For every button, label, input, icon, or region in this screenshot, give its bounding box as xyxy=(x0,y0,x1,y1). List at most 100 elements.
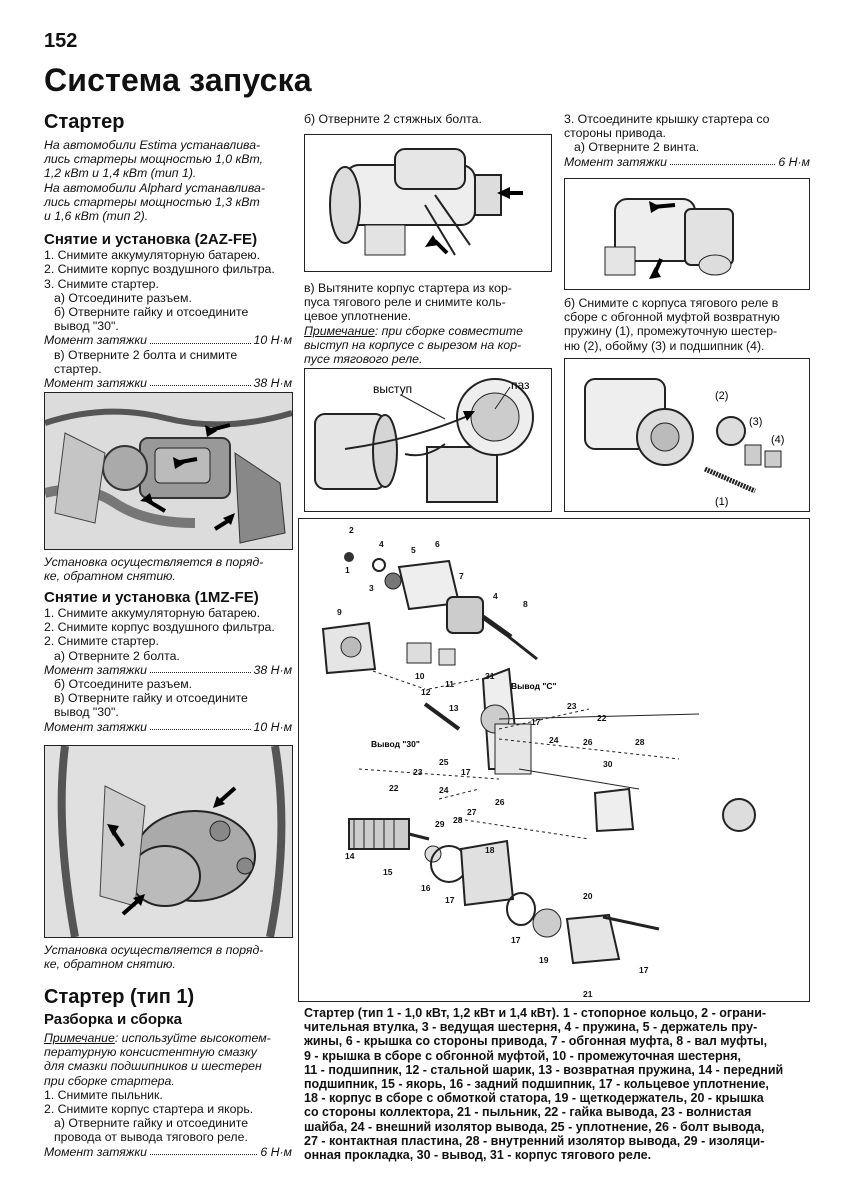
step-line: в) Отверните гайку и отсоедините xyxy=(54,691,248,706)
middle-step-v: в) Вытяните корпус стартера из кор- пуса… xyxy=(304,281,552,366)
step-line: провода от вывода тягового реле. xyxy=(54,1130,248,1145)
diagram-num: 12 xyxy=(421,687,431,697)
az-steps: 1. Снимите аккумуляторную батарею. 2. Сн… xyxy=(44,248,292,390)
caption-line: 11 - подшипник, 12 - стальной шарик, 13 … xyxy=(304,1062,784,1077)
az-fig-caption: Установка осуществляется в поряд- ке, об… xyxy=(44,555,292,583)
az-heading: Снятие и установка (2AZ-FE) xyxy=(44,231,258,249)
diagram-num: 23 xyxy=(413,767,423,777)
page-number: 152 xyxy=(44,30,78,52)
diagram-num: 18 xyxy=(485,845,495,855)
caption-line: онная прокладка, 30 - вывод, 31 - корпус… xyxy=(304,1148,652,1163)
caption-line: Стартер (тип 1 - 1,0 кВт, 1,2 кВт и 1,4 … xyxy=(304,1006,767,1020)
diagram-num: 28 xyxy=(635,737,645,747)
label-4: (4) xyxy=(771,434,784,446)
clutch-parts-figure: (2) (3) (4) (1) xyxy=(564,358,810,512)
diagram-num: 10 xyxy=(415,671,425,681)
right-step3: 3. Отсоедините крышку стартера со сторон… xyxy=(564,112,810,169)
diagram-num: 14 xyxy=(345,851,355,861)
torque-label: Момент затяжки xyxy=(564,154,667,169)
torque-value: 38 Н·м xyxy=(253,662,293,677)
diagram-num: 13 xyxy=(449,703,459,713)
mz-section: Снятие и установка (1MZ-FE) 1. Снимите а… xyxy=(44,589,292,734)
diagram-num: 1 xyxy=(345,565,350,575)
step-line: б) Отсоедините разъем. xyxy=(54,677,193,692)
caption-line: Установка осуществляется в поряд- xyxy=(44,555,264,569)
torque-label: Момент затяжки xyxy=(44,376,147,391)
note-label: Примечание xyxy=(304,323,375,338)
diagram-num: 25 xyxy=(439,757,449,767)
mz-fig-caption: Установка осуществляется в поряд- ке, об… xyxy=(44,943,292,971)
step-line: б) Отверните гайку и отсоедините xyxy=(54,305,249,320)
intro-line: лись стартеры мощностью 1,0 кВт, xyxy=(44,152,264,167)
step-line: 1. Снимите аккумуляторную батарею. xyxy=(44,606,261,620)
torque-value: 6 Н·м xyxy=(260,1144,292,1159)
diagram-num: 26 xyxy=(495,797,505,807)
step-line: а) Отверните 2 винта. xyxy=(574,140,700,155)
label-3: (3) xyxy=(749,416,762,428)
step-line: пуса тягового реле и снимите коль- xyxy=(304,295,506,310)
torque-value: 10 Н·м xyxy=(253,333,293,348)
drive-cover-figure xyxy=(564,178,810,290)
exploded-diagram: 1 2 3 4 5 6 7 4 8 9 10 11 12 13 31 17 23… xyxy=(298,518,810,1002)
diagram-num: 17 xyxy=(511,935,521,945)
caption-line: ке, обратном снятию. xyxy=(44,569,176,584)
diagram-num: 11 xyxy=(445,679,454,689)
step-line: стороны привода. xyxy=(564,126,666,141)
label-paz: паз xyxy=(511,378,530,392)
step-line: цевое уплотнение. xyxy=(304,309,412,324)
torque-value: 10 Н·м xyxy=(253,719,293,734)
type1-section: Стартер (тип 1) Разборка и сборка Примеч… xyxy=(44,986,292,1159)
note-line: : при сборке совместите xyxy=(374,323,523,338)
label-vystup: выступ xyxy=(373,382,412,396)
caption-line: шайба, 24 - внешний изолятор вывода, 25 … xyxy=(304,1119,765,1134)
diagram-num: 17 xyxy=(531,717,541,727)
caption-line: 9 - крышка в сборе с обгонной муфтой, 10… xyxy=(304,1048,741,1063)
caption-line: 18 - корпус в сборе с обмоткой статора, … xyxy=(304,1091,764,1106)
step-line: 2. Снимите корпус воздушного фильтра. xyxy=(44,262,275,277)
disasm-steps: 1. Снимите пыльник. 2. Снимите корпус ст… xyxy=(44,1088,292,1159)
mz-steps: 1. Снимите аккумуляторную батарею. 2. Сн… xyxy=(44,606,292,734)
diagram-num: 7 xyxy=(459,571,464,581)
diagram-num: 29 xyxy=(435,819,445,829)
note-line: пературную консистентную смазку xyxy=(44,1045,257,1060)
diagram-num: 17 xyxy=(445,895,455,905)
step-line: 3. Снимите стартер. xyxy=(44,276,159,291)
diagram-num: 24 xyxy=(549,735,559,745)
step-line: а) Отсоедините разъем. xyxy=(54,290,192,305)
step-line: 3. Отсоедините крышку стартера со xyxy=(564,112,770,126)
step-line: 1. Снимите аккумуляторную батарею. xyxy=(44,248,261,263)
intro-line: и 1,6 кВт (тип 2). xyxy=(44,209,149,224)
diagram-num: 6 xyxy=(435,539,440,549)
note-line: при сборке стартера. xyxy=(44,1073,175,1088)
diagram-num: 5 xyxy=(411,545,416,555)
step-line: вывод "30". xyxy=(54,319,119,334)
engine-photo-2az xyxy=(43,392,293,550)
starter-bolts-figure xyxy=(304,134,552,272)
diagram-caption: Стартер (тип 1 - 1,0 кВт, 1,2 кВт и 1,4 … xyxy=(304,1006,814,1162)
caption-line: 27 - контактная пластина, 28 - внутренни… xyxy=(304,1133,765,1148)
caption-line: подшипник, 15 - якорь, 16 - задний подши… xyxy=(304,1077,769,1092)
diagram-num: 26 xyxy=(583,737,593,747)
diagram-num: 4 xyxy=(493,591,498,601)
page-title: Система запуска xyxy=(44,62,312,98)
starter-heading: Стартер xyxy=(44,111,125,133)
diagram-num: 17 xyxy=(639,965,649,975)
caption-line: Установка осуществляется в поряд- xyxy=(44,943,264,957)
diagram-num: 19 xyxy=(539,955,549,965)
note-line: : используйте высокотем- xyxy=(114,1031,271,1045)
step-line: 1. Снимите пыльник. xyxy=(44,1087,163,1102)
step-line: вывод "30". xyxy=(54,705,119,720)
step-line: 2. Снимите корпус стартера и якорь. xyxy=(44,1102,254,1117)
caption-line: ке, обратном снятию. xyxy=(44,957,176,972)
label-2: (2) xyxy=(715,390,728,402)
step-line: ню (2), обойму (3) и подшипник (4). xyxy=(564,338,765,353)
diagram-num: 24 xyxy=(439,785,449,795)
disasm-heading: Разборка и сборка xyxy=(44,1011,182,1028)
intro-line: 1,2 кВт и 1,4 кВт (тип 1). xyxy=(44,166,197,181)
diagram-num: 30 xyxy=(603,759,613,769)
note-line: выступ на корпусе с вырезом на кор- xyxy=(304,337,522,352)
torque-label: Момент затяжки xyxy=(44,662,147,677)
diagram-num: 16 xyxy=(421,883,431,893)
label-vyvod-30: Вывод "30" xyxy=(371,739,420,749)
